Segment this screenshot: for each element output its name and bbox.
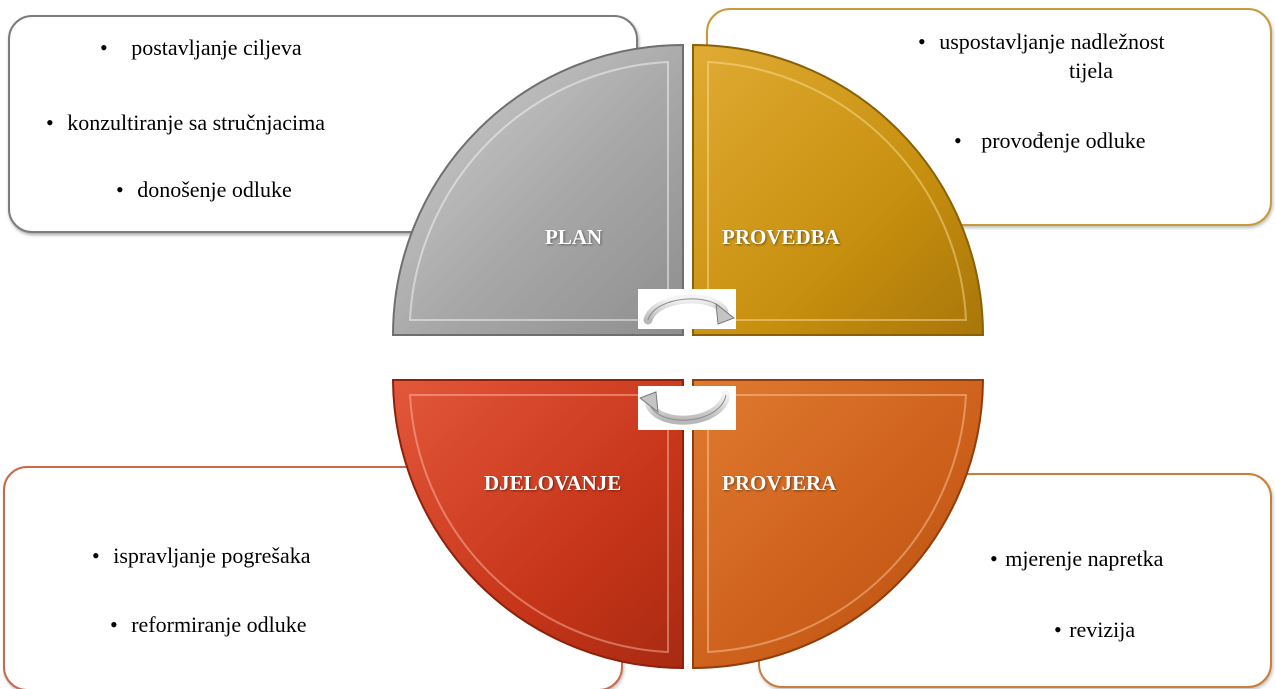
provjera-item-text: mjerenje napretka (1005, 546, 1164, 571)
plan-item: • donošenje odluke (116, 177, 292, 203)
bullet-icon: • (918, 29, 926, 54)
provedba-quadrant (692, 43, 985, 336)
bullet-icon: • (100, 35, 108, 60)
provedba-item: • provođenje odluke (954, 128, 1146, 154)
plan-item-text: donošenje odluke (137, 177, 292, 202)
bullet-icon: • (1054, 617, 1062, 642)
provedba-item: • uspostavljanje nadležnost (918, 29, 1165, 55)
bullet-icon: • (110, 612, 118, 637)
provedba-label: PROVEDBA (722, 225, 840, 249)
cycle-arrows-icon-bottom (638, 386, 736, 430)
provjera-item-text: revizija (1069, 617, 1136, 642)
plan-quadrant (391, 43, 684, 336)
plan-label: PLAN (545, 225, 603, 249)
bullet-icon: • (990, 546, 998, 571)
provedba-item-text: provođenje odluke (981, 128, 1146, 153)
plan-item-text: konzultiranje sa stručnjacima (67, 110, 325, 135)
bullet-icon: • (954, 128, 962, 153)
djelovanje-quadrant (391, 379, 684, 670)
djelovanje-label: DJELOVANJE (484, 471, 622, 495)
provjera-item: • revizija (1054, 617, 1135, 643)
djelovanje-item-text: reformiranje odluke (131, 612, 307, 637)
djelovanje-item-text: ispravljanje pogrešaka (113, 543, 311, 568)
provjera-label: PROVJERA (722, 471, 837, 495)
bullet-icon: • (46, 110, 54, 135)
provjera-quadrant (692, 379, 985, 670)
plan-item-text: postavljanje ciljeva (131, 35, 302, 60)
bullet-icon: • (116, 177, 124, 202)
bullet-icon: • (92, 543, 100, 568)
provedba-item-continuation: tijela (1069, 58, 1113, 83)
djelovanje-item: • ispravljanje pogrešaka (92, 543, 311, 569)
provjera-item: • mjerenje napretka (990, 546, 1163, 572)
provedba-item-text: uspostavljanje nadležnost (939, 29, 1165, 54)
plan-item: • konzultiranje sa stručnjacima (46, 110, 325, 136)
cycle-arrows-icon-top (638, 289, 736, 329)
djelovanje-item: • reformiranje odluke (110, 612, 307, 638)
plan-item: • postavljanje ciljeva (100, 35, 302, 61)
